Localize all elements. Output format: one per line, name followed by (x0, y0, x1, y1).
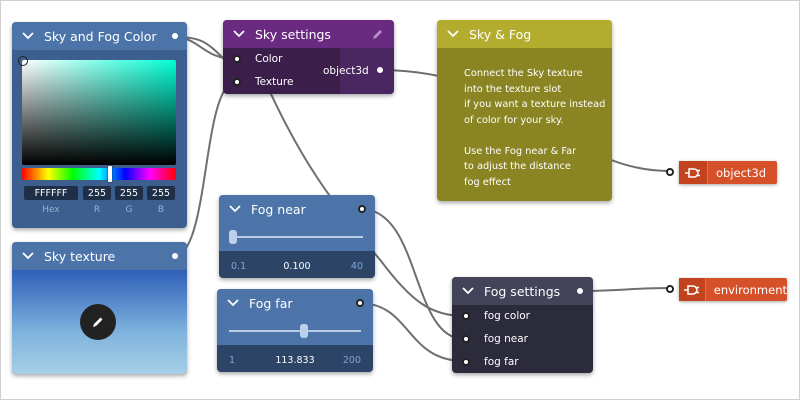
comment-line: fog effect (464, 176, 511, 188)
comment-line: to adjust the distance (464, 161, 571, 172)
wire-far-to-fog-far (358, 302, 465, 362)
chevron-down-icon[interactable] (460, 283, 476, 299)
slider-thumb[interactable] (229, 230, 237, 244)
object3d-output-node[interactable]: object3d (679, 161, 777, 184)
node-title: Sky and Fog Color (44, 28, 157, 44)
slider-thumb[interactable] (299, 324, 308, 338)
chevron-down-icon[interactable] (445, 26, 461, 42)
fog-far-slider[interactable] (217, 317, 373, 345)
node-title: Sky settings (255, 26, 331, 42)
b-label: B (157, 205, 165, 215)
output-panel (340, 48, 394, 94)
input-port-fog-near[interactable] (462, 335, 470, 343)
hue-slider-thumb[interactable] (108, 166, 112, 182)
r-label: R (93, 205, 101, 215)
comment-line: Connect the Sky texture (464, 68, 583, 79)
environment-input-port[interactable] (666, 285, 674, 293)
slider-track[interactable] (231, 236, 363, 238)
b-input[interactable]: 255 (147, 186, 175, 200)
output-port[interactable] (358, 205, 366, 213)
hex-input[interactable]: FFFFFF (24, 186, 78, 200)
slider-min: 1 (229, 355, 236, 366)
node-title: Fog settings (484, 283, 561, 299)
sky-settings-node[interactable]: Sky settings Color Texture object3d (223, 20, 394, 94)
slider-max: 40 (350, 261, 363, 272)
input-label-color: Color (255, 53, 283, 65)
fog-far-node[interactable]: Fog far 1 113.833 200 (217, 289, 373, 372)
hex-label: Hex (42, 205, 60, 215)
g-label: G (125, 205, 133, 215)
plug-icon (679, 278, 706, 301)
input-port-fog-far[interactable] (462, 358, 470, 366)
output-port[interactable] (577, 288, 583, 294)
output-port-object3d[interactable] (377, 67, 383, 73)
input-label-fog-far: fog far (484, 356, 519, 368)
environment-output-node[interactable]: environment (679, 278, 787, 301)
output-label: object3d (716, 165, 767, 180)
slider-min: 0.1 (231, 261, 247, 272)
comment-line: if you want a texture instead (464, 99, 606, 110)
texture-preview (12, 270, 187, 374)
comment-line: Use the Fog near & Far (464, 145, 577, 157)
chevron-down-icon[interactable] (20, 248, 36, 264)
pencil-icon[interactable] (372, 28, 384, 40)
input-port-texture[interactable] (233, 78, 241, 86)
comment-line: of color for your sky. (464, 114, 564, 126)
node-title: Sky texture (44, 248, 116, 264)
object3d-input-port[interactable] (666, 168, 674, 176)
fog-near-slider[interactable] (219, 223, 375, 251)
node-header[interactable]: Sky & Fog (437, 20, 612, 48)
output-label: environment (713, 282, 787, 297)
comment-body: Connect the Sky texture into the texture… (464, 66, 605, 190)
edit-texture-button[interactable] (80, 304, 116, 340)
r-input[interactable]: 255 (83, 186, 111, 200)
g-input[interactable]: 255 (115, 186, 143, 200)
comment-line: into the texture slot (464, 83, 562, 95)
node-header[interactable]: Fog settings (452, 277, 593, 305)
node-header[interactable]: Fog far (217, 289, 373, 317)
chevron-down-icon[interactable] (20, 28, 36, 44)
chevron-down-icon[interactable] (227, 201, 243, 217)
node-header[interactable]: Sky and Fog Color (12, 22, 187, 50)
input-label-fog-color: fog color (484, 310, 530, 322)
wire-near-to-fog-near (360, 208, 465, 340)
slider-value[interactable]: 113.833 (275, 355, 315, 366)
chevron-down-icon[interactable] (231, 26, 247, 42)
sky-texture-node[interactable]: Sky texture (12, 242, 187, 374)
slider-value[interactable]: 0.100 (283, 261, 311, 272)
color-saturation-picker[interactable] (18, 56, 176, 165)
sky-fog-comment-node[interactable]: Sky & Fog Connect the Sky texture into t… (437, 20, 612, 201)
node-title: Sky & Fog (469, 26, 532, 42)
hue-slider[interactable] (22, 166, 176, 182)
output-port[interactable] (356, 299, 364, 307)
picker-handle[interactable] (18, 56, 28, 66)
output-label-object3d: object3d (323, 65, 369, 77)
output-port[interactable] (172, 253, 178, 259)
node-title: Fog far (249, 295, 293, 311)
plug-icon (679, 161, 708, 184)
input-port-fog-color[interactable] (462, 312, 470, 320)
chevron-down-icon[interactable] (225, 295, 241, 311)
node-title: Fog near (251, 201, 306, 217)
pencil-icon (93, 317, 103, 327)
node-header[interactable]: Sky texture (12, 242, 187, 270)
input-label-texture: Texture (255, 76, 294, 88)
node-header[interactable]: Sky settings (223, 20, 394, 48)
node-header[interactable]: Fog near (219, 195, 375, 223)
fog-settings-node[interactable]: Fog settings fog color fog near fog far (452, 277, 593, 373)
output-port[interactable] (172, 33, 178, 39)
sky-and-fog-color-node[interactable]: Sky and Fog Color FFFFFF 255 255 255 Hex… (12, 22, 187, 228)
input-label-fog-near: fog near (484, 333, 528, 345)
comment-line (464, 128, 605, 144)
fog-near-node[interactable]: Fog near 0.1 0.100 40 (219, 195, 375, 278)
slider-track[interactable] (229, 330, 361, 332)
input-port-color[interactable] (233, 55, 241, 63)
slider-max: 200 (342, 355, 361, 366)
